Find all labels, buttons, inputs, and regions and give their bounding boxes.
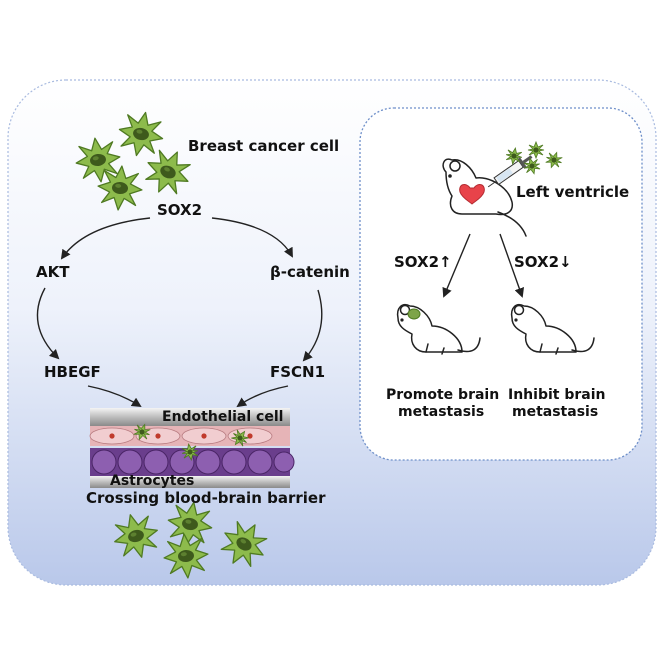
label-sox2: SOX2 bbox=[157, 201, 203, 219]
label-inhibit-line1: Inhibit brain bbox=[508, 387, 606, 403]
mouse-promote bbox=[396, 304, 481, 355]
label-breast-cancer-cell: Breast cancer cell bbox=[188, 137, 340, 155]
arrow-sox2-to-beta-catenin bbox=[211, 217, 293, 258]
label-astrocytes: Astrocytes bbox=[110, 473, 195, 489]
label-endothelial-cell: Endothelial cell bbox=[162, 409, 284, 425]
arrow-sox2-to-akt bbox=[60, 217, 151, 260]
arrow-fscn1-to-barrier bbox=[236, 385, 289, 408]
experiment-panel bbox=[359, 107, 643, 461]
label-promote-line2: metastasis bbox=[398, 404, 485, 420]
label-akt: AKT bbox=[36, 263, 70, 281]
arrow-to-inhibit bbox=[499, 233, 524, 298]
heart-icon bbox=[459, 184, 485, 205]
brain-tumor-icon bbox=[407, 308, 421, 320]
label-crossing-bbb: Crossing blood-brain barrier bbox=[86, 489, 326, 507]
label-hbegf: HBEGF bbox=[44, 363, 101, 381]
label-sox2-up: SOX2↑ bbox=[394, 253, 452, 271]
vessel-wall bbox=[90, 408, 290, 426]
endothelial-layer bbox=[89, 426, 290, 446]
label-inhibit-line2: metastasis bbox=[512, 404, 599, 420]
blood-brain-barrier bbox=[89, 408, 295, 488]
mouse-inhibit bbox=[510, 304, 595, 355]
mouse-injection bbox=[442, 158, 527, 237]
arrow-beta-catenin-to-fscn1 bbox=[302, 289, 323, 362]
syringe-icon bbox=[487, 155, 533, 188]
astrocyte-base bbox=[90, 476, 290, 488]
arrow-hbegf-to-barrier bbox=[87, 385, 142, 408]
arrow-akt-to-hbegf bbox=[36, 287, 60, 360]
label-promote-line1: Promote brain bbox=[386, 387, 500, 403]
label-fscn1: FSCN1 bbox=[270, 363, 326, 381]
label-beta-catenin: β-catenin bbox=[270, 263, 350, 281]
label-sox2-down: SOX2↓ bbox=[514, 253, 572, 271]
arrow-to-promote bbox=[442, 233, 471, 298]
label-left-ventricle: Left ventricle bbox=[516, 183, 630, 201]
